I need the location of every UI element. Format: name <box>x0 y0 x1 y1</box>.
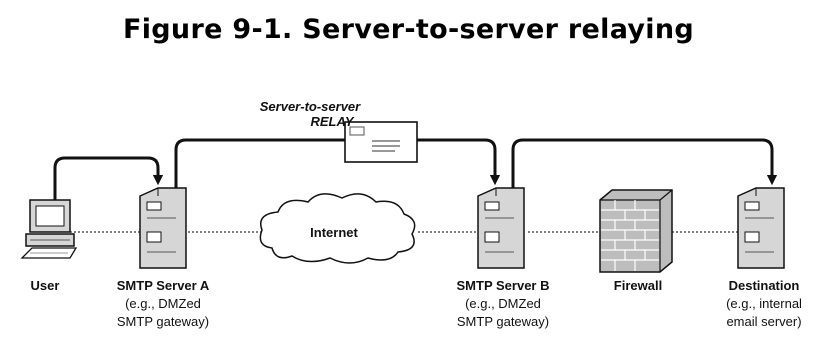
smtp-server-b-icon <box>477 187 525 269</box>
user-computer-icon <box>20 199 78 259</box>
relay-label-line2: RELAY <box>310 114 354 129</box>
server-a-label: SMTP Server A <box>117 278 210 293</box>
firewall-icon <box>599 189 673 273</box>
server-b-sub1: (e.g., DMZed <box>465 296 541 311</box>
smtp-server-a-icon <box>139 187 187 269</box>
message-flow-arrows <box>53 138 778 210</box>
server-b-sub2: SMTP gateway) <box>457 314 549 329</box>
destination-server-icon <box>737 187 785 269</box>
firewall-label: Firewall <box>614 278 662 293</box>
user-label: User <box>31 278 60 293</box>
destination-sub2: email server) <box>726 314 801 329</box>
destination-sub1: (e.g., internal <box>726 296 802 311</box>
server-a-sub2: SMTP gateway) <box>117 314 209 329</box>
user-to-server-a-arrow <box>53 156 164 210</box>
relay-label-line1: Server-to-server <box>260 99 361 114</box>
server-a-to-server-b-arrow <box>174 138 501 192</box>
server-b-label: SMTP Server B <box>457 278 550 293</box>
server-a-sub1: (e.g., DMZed <box>125 296 201 311</box>
destination-label: Destination <box>729 278 800 293</box>
envelope-icon <box>344 121 418 163</box>
internet-label: Internet <box>310 225 358 240</box>
figure-title: Figure 9-1. Server-to-server relaying <box>123 14 694 45</box>
server-b-to-destination-arrow <box>511 138 778 192</box>
internet-cloud-icon <box>259 193 416 264</box>
